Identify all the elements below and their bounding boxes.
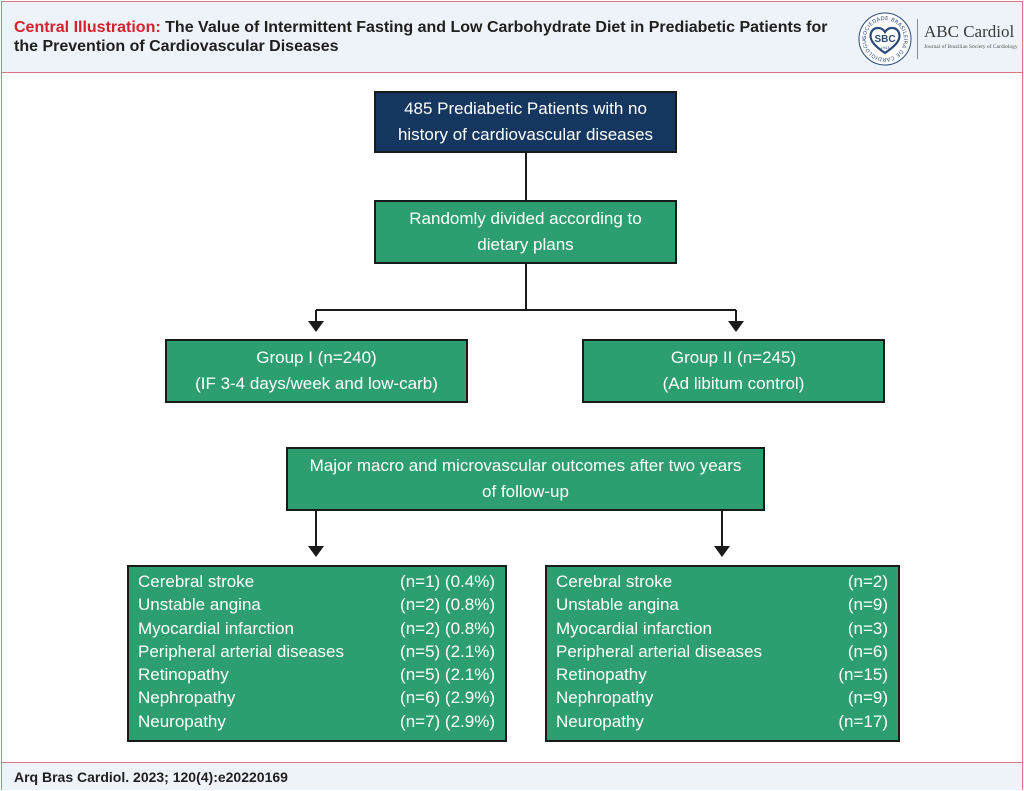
logo-divider <box>917 19 918 59</box>
logo-seal-text: SBC <box>874 34 895 45</box>
group1-line-2: (IF 3-4 days/week and low-carb) <box>195 374 438 393</box>
title-line-1: The Value of Intermittent Fasting and Lo… <box>165 19 828 36</box>
outcome-label: Myocardial infarction <box>138 618 294 638</box>
followup-box: Major macro and microvascular outcomes a… <box>286 447 765 511</box>
title-line-2: the Prevention of Cardiovascular Disease… <box>14 38 339 55</box>
outcome-value: (n=7) (2.9%) <box>400 711 495 731</box>
outcome-value: (n=15) <box>838 665 888 685</box>
outcome-label: Retinopathy <box>138 665 229 685</box>
outcome-label: Nephropathy <box>138 688 236 708</box>
outcome-row: Neuropathy (n=7) (2.9%) <box>138 710 495 733</box>
outcome-label: Peripheral arterial diseases <box>556 641 762 661</box>
flow-connectors <box>308 153 744 557</box>
outcome-row: Peripheral arterial diseases (n=6) <box>556 640 888 663</box>
outcome-row: Cerebral stroke (n=1) (0.4%) <box>138 570 495 593</box>
sbc-heart-seal-icon: SOCIEDADE BRASILEIRA DE CARDIOLOGIA SBC … <box>858 12 912 66</box>
logo-year: 1943 <box>881 46 890 50</box>
outcome-value: (n=9) <box>847 595 888 615</box>
title-lead: Central Illustration: <box>14 19 161 36</box>
outcome-value: (n=9) <box>847 688 888 708</box>
illustration-title: Central Illustration: The Value of Inter… <box>14 18 844 56</box>
outcome-row: Retinopathy (n=5) (2.1%) <box>138 663 495 686</box>
outcome-value: (n=17) <box>838 711 888 731</box>
outcome-label: Nephropathy <box>556 688 654 708</box>
outcome-row: Cerebral stroke (n=2) <box>556 570 888 593</box>
outcome-label: Unstable angina <box>138 595 261 615</box>
group1-box: Group I (n=240) (IF 3-4 days/week and lo… <box>165 339 468 403</box>
followup-line-2: of follow-up <box>482 482 569 501</box>
randomization-box: Randomly divided according to dietary pl… <box>374 200 677 264</box>
outcome-value: (n=3) <box>847 618 888 638</box>
arrowhead-outcomes-group2 <box>714 546 730 557</box>
journal-name: ABC Cardiol <box>924 22 1015 41</box>
outcome-label: Cerebral stroke <box>138 572 255 591</box>
group2-line-2: (Ad libitum control) <box>662 374 805 393</box>
header-band: Central Illustration: The Value of Inter… <box>2 2 1022 73</box>
outcome-row: Unstable angina (n=2) (0.8%) <box>138 593 495 616</box>
outcome-row: Unstable angina (n=9) <box>556 593 888 616</box>
outcome-value: (n=1) (0.4%) <box>400 572 495 591</box>
randomization-line-1: Randomly divided according to <box>409 209 642 228</box>
outcome-label: Neuropathy <box>138 711 226 731</box>
outcome-row: Retinopathy (n=15) <box>556 663 888 686</box>
arrowhead-group2 <box>728 321 744 332</box>
arrowhead-group1 <box>308 321 324 332</box>
outcomes-group2-box: Cerebral stroke (n=2) Unstable angina (n=9… <box>545 565 900 742</box>
randomization-line-2: dietary plans <box>477 235 574 254</box>
outcome-value: (n=6) <box>847 641 888 661</box>
outcome-row: Myocardial infarction (n=3) <box>556 617 888 640</box>
outcome-row: Nephropathy (n=6) (2.9%) <box>138 686 495 709</box>
outcome-value: (n=5) (2.1%) <box>400 665 495 685</box>
group1-line-1: Group I (n=240) <box>256 348 377 367</box>
outcome-value: (n=2) <box>847 572 888 591</box>
outcome-label: Unstable angina <box>556 595 679 615</box>
outcome-value: (n=6) (2.9%) <box>400 688 495 708</box>
outcome-row: Neuropathy (n=17) <box>556 710 888 733</box>
journal-subtitle: Journal of Brazilian Society of Cardiolo… <box>924 44 1018 50</box>
outcome-row: Myocardial infarction (n=2) (0.8%) <box>138 617 495 640</box>
outcome-label: Retinopathy <box>556 665 647 685</box>
outcome-row: Peripheral arterial diseases (n=5) (2.1%) <box>138 640 495 663</box>
footer-band: Arq Bras Cardiol. 2023; 120(4):e20220169 <box>2 762 1022 790</box>
population-line-2: history of cardiovascular diseases <box>397 125 654 144</box>
group2-box: Group II (n=245) (Ad libitum control) <box>582 339 885 403</box>
outcome-label: Cerebral stroke <box>556 572 673 591</box>
outcome-value: (n=5) (2.1%) <box>400 641 495 661</box>
outcome-label: Myocardial infarction <box>556 618 712 638</box>
group2-line-1: Group II (n=245) <box>670 348 797 367</box>
arrowhead-outcomes-group1 <box>308 546 324 557</box>
outcome-value: (n=2) (0.8%) <box>400 595 495 615</box>
outcomes-group1-box: Cerebral stroke (n=1) (0.4%) Unstable ang… <box>127 565 507 742</box>
outcome-row: Nephropathy (n=9) <box>556 686 888 709</box>
population-box: 485 Prediabetic Patients with no history… <box>374 91 677 153</box>
outcome-label: Neuropathy <box>556 711 644 731</box>
outcome-label: Peripheral arterial diseases <box>138 641 344 661</box>
followup-line-1: Major macro and microvascular outcomes a… <box>309 456 742 475</box>
journal-logo: SOCIEDADE BRASILEIRA DE CARDIOLOGIA SBC … <box>858 12 1019 66</box>
citation: Arq Bras Cardiol. 2023; 120(4):e20220169 <box>14 769 288 785</box>
outcome-value: (n=2) (0.8%) <box>400 618 495 638</box>
population-line-1: 485 Prediabetic Patients with no <box>404 99 647 118</box>
